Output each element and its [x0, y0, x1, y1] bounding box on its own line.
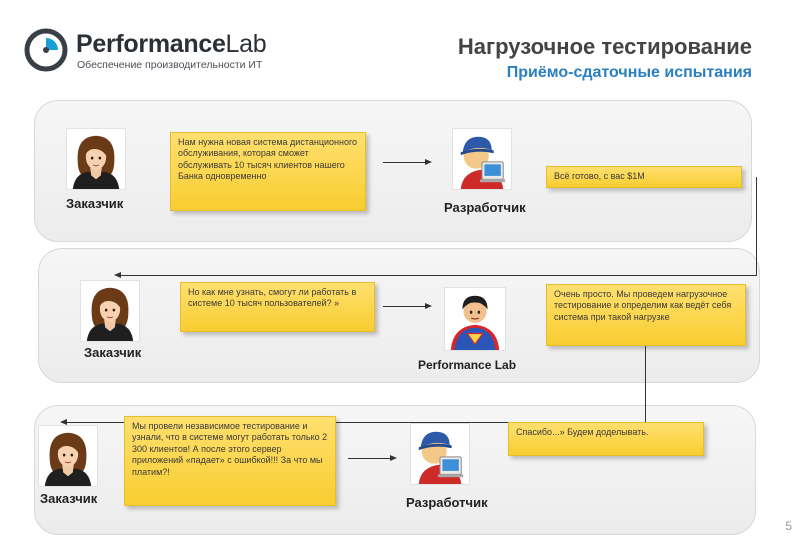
arrow-line: [348, 458, 392, 459]
developer-avatar-icon: [410, 423, 470, 485]
provider-label: Performance Lab: [418, 358, 517, 372]
customer-label: Заказчик: [84, 345, 142, 360]
provider-message-note: Очень просто. Мы проведем нагрузочное те…: [546, 284, 746, 346]
arrow-line: [383, 306, 427, 307]
arrow-head-icon: [60, 419, 67, 425]
arrow-head-icon: [114, 272, 121, 278]
customer-label: Заказчик: [66, 196, 124, 211]
customer-avatar-icon: [80, 280, 140, 342]
arrow-head-icon: [390, 455, 397, 461]
performance-lab-logo: PerformanceLab Обеспечение производитель…: [24, 28, 294, 78]
customer-label: Заказчик: [40, 491, 98, 506]
provider-message-note: Спасибо...» Будем доделывать.: [508, 422, 704, 456]
provider-label: Разработчик: [444, 200, 526, 215]
logo-mark-icon: [24, 28, 68, 72]
connector-line: [756, 177, 757, 275]
slide-subtitle: Приёмо-сдаточные испытания: [506, 64, 752, 81]
customer-message-note: Но как мне узнать, смогут ли работать в …: [180, 282, 375, 332]
arrow-head-icon: [425, 159, 432, 165]
customer-avatar-icon: [38, 425, 98, 487]
developer-avatar-icon: [452, 128, 512, 190]
slide-title: Нагрузочное тестирование: [457, 34, 752, 59]
connector-line: [645, 346, 646, 423]
page-number: 5: [785, 519, 792, 533]
customer-message-note: Нам нужна новая система дистанционного о…: [170, 132, 366, 211]
provider-label: Разработчик: [406, 495, 488, 510]
logo-tagline: Обеспечение производительности ИТ: [77, 59, 263, 71]
provider-message-note: Всё готово, с вас $1M: [546, 166, 742, 188]
arrow-line: [383, 162, 427, 163]
connector-line: [66, 422, 646, 423]
customer-message-note: Мы провели независимое тестирование и уз…: [124, 416, 336, 506]
superhero-avatar-icon: [444, 287, 506, 351]
customer-avatar-icon: [66, 128, 126, 190]
connector-line: [120, 275, 757, 276]
logo-name: PerformanceLab: [76, 30, 267, 58]
arrow-head-icon: [425, 303, 432, 309]
